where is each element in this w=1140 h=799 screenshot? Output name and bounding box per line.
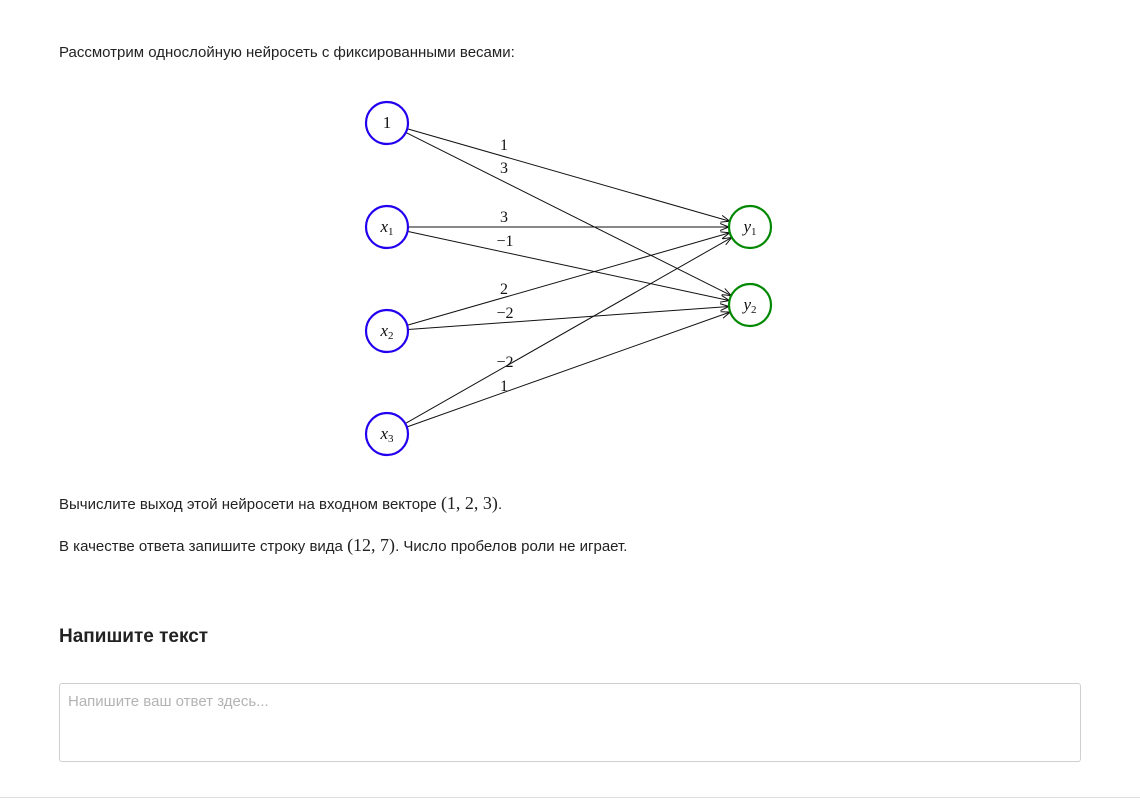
weight-label: 3 (500, 209, 508, 226)
input-vector: (1, 2, 3) (440, 493, 498, 513)
answer-format-end: . Число пробелов роли не играет. (395, 538, 628, 555)
answer-format-line: В качестве ответа запишите строку вида (… (59, 534, 627, 558)
answer-input[interactable] (59, 683, 1081, 762)
node-label: x3 (379, 424, 394, 445)
weight-label: −1 (496, 233, 513, 250)
question-line: Вычислите выход этой нейросети на входно… (59, 492, 502, 516)
weight-label: −2 (496, 305, 513, 322)
weight-label: 1 (500, 137, 508, 154)
node-label: x2 (379, 321, 393, 342)
edge (407, 233, 730, 326)
problem-intro: Рассмотрим однослойную нейросеть с фикси… (59, 44, 515, 61)
output-node: y2 (727, 282, 773, 328)
edge (405, 131, 731, 295)
answer-format-example: (12, 7) (347, 535, 396, 555)
edge (407, 128, 730, 221)
edge (407, 230, 730, 300)
node-label: 1 (383, 113, 392, 132)
output-node: y1 (727, 204, 773, 250)
node-label: x1 (379, 217, 393, 238)
edge (406, 312, 730, 428)
input-node: x1 (364, 204, 410, 250)
node-label: y2 (741, 295, 756, 316)
input-node: x3 (364, 411, 410, 457)
edge (407, 307, 729, 330)
node-label: y1 (741, 217, 756, 238)
weight-label: 3 (500, 160, 508, 177)
answer-section-title: Напишите текст (59, 626, 209, 647)
weight-label: 2 (500, 281, 508, 298)
neural-network-diagram: 1 3 3 −1 2 −2 −2 1 1 x1 x2 x3 y1 y2 (364, 100, 773, 457)
question-text: Вычислите выход этой нейросети на входно… (59, 496, 441, 513)
weight-label: −2 (496, 354, 513, 371)
input-node: x2 (364, 308, 410, 354)
answer-format-text: В качестве ответа запишите строку вида (59, 538, 348, 555)
bottom-divider (0, 797, 1140, 798)
weight-label: 1 (500, 378, 508, 395)
question-end: . (497, 496, 503, 513)
input-node: 1 (364, 100, 410, 146)
edge (404, 237, 732, 425)
